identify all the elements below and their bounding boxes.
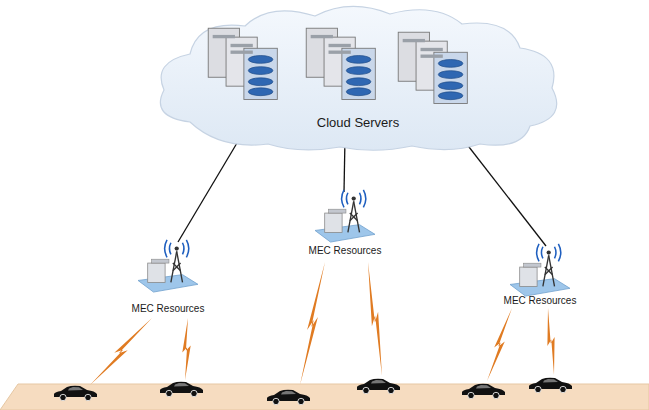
lightning-bolt (182, 318, 190, 380)
lightning-bolt (368, 262, 382, 376)
mec-node: MEC Resources (118, 236, 218, 316)
car (529, 378, 572, 393)
lightning-bolt (90, 318, 152, 385)
car (267, 390, 310, 405)
cloud-label: Cloud Servers (317, 115, 399, 130)
car (357, 379, 400, 394)
lightning-bolt (547, 308, 554, 375)
car (54, 386, 97, 401)
car (462, 384, 505, 399)
mec-node: MEC Resources (488, 240, 592, 308)
node-label: MEC Resources (504, 295, 577, 306)
network-link (462, 138, 546, 246)
mec-node: MEC Resources (295, 186, 395, 258)
node-label: MEC Resources (132, 303, 205, 314)
lightning-bolt (300, 262, 325, 385)
car (160, 382, 203, 397)
network-link (178, 138, 240, 242)
node-label: MEC Resources (309, 245, 382, 256)
lightning-bolt (487, 308, 512, 381)
cloud-node: Cloud Servers (150, 2, 566, 152)
